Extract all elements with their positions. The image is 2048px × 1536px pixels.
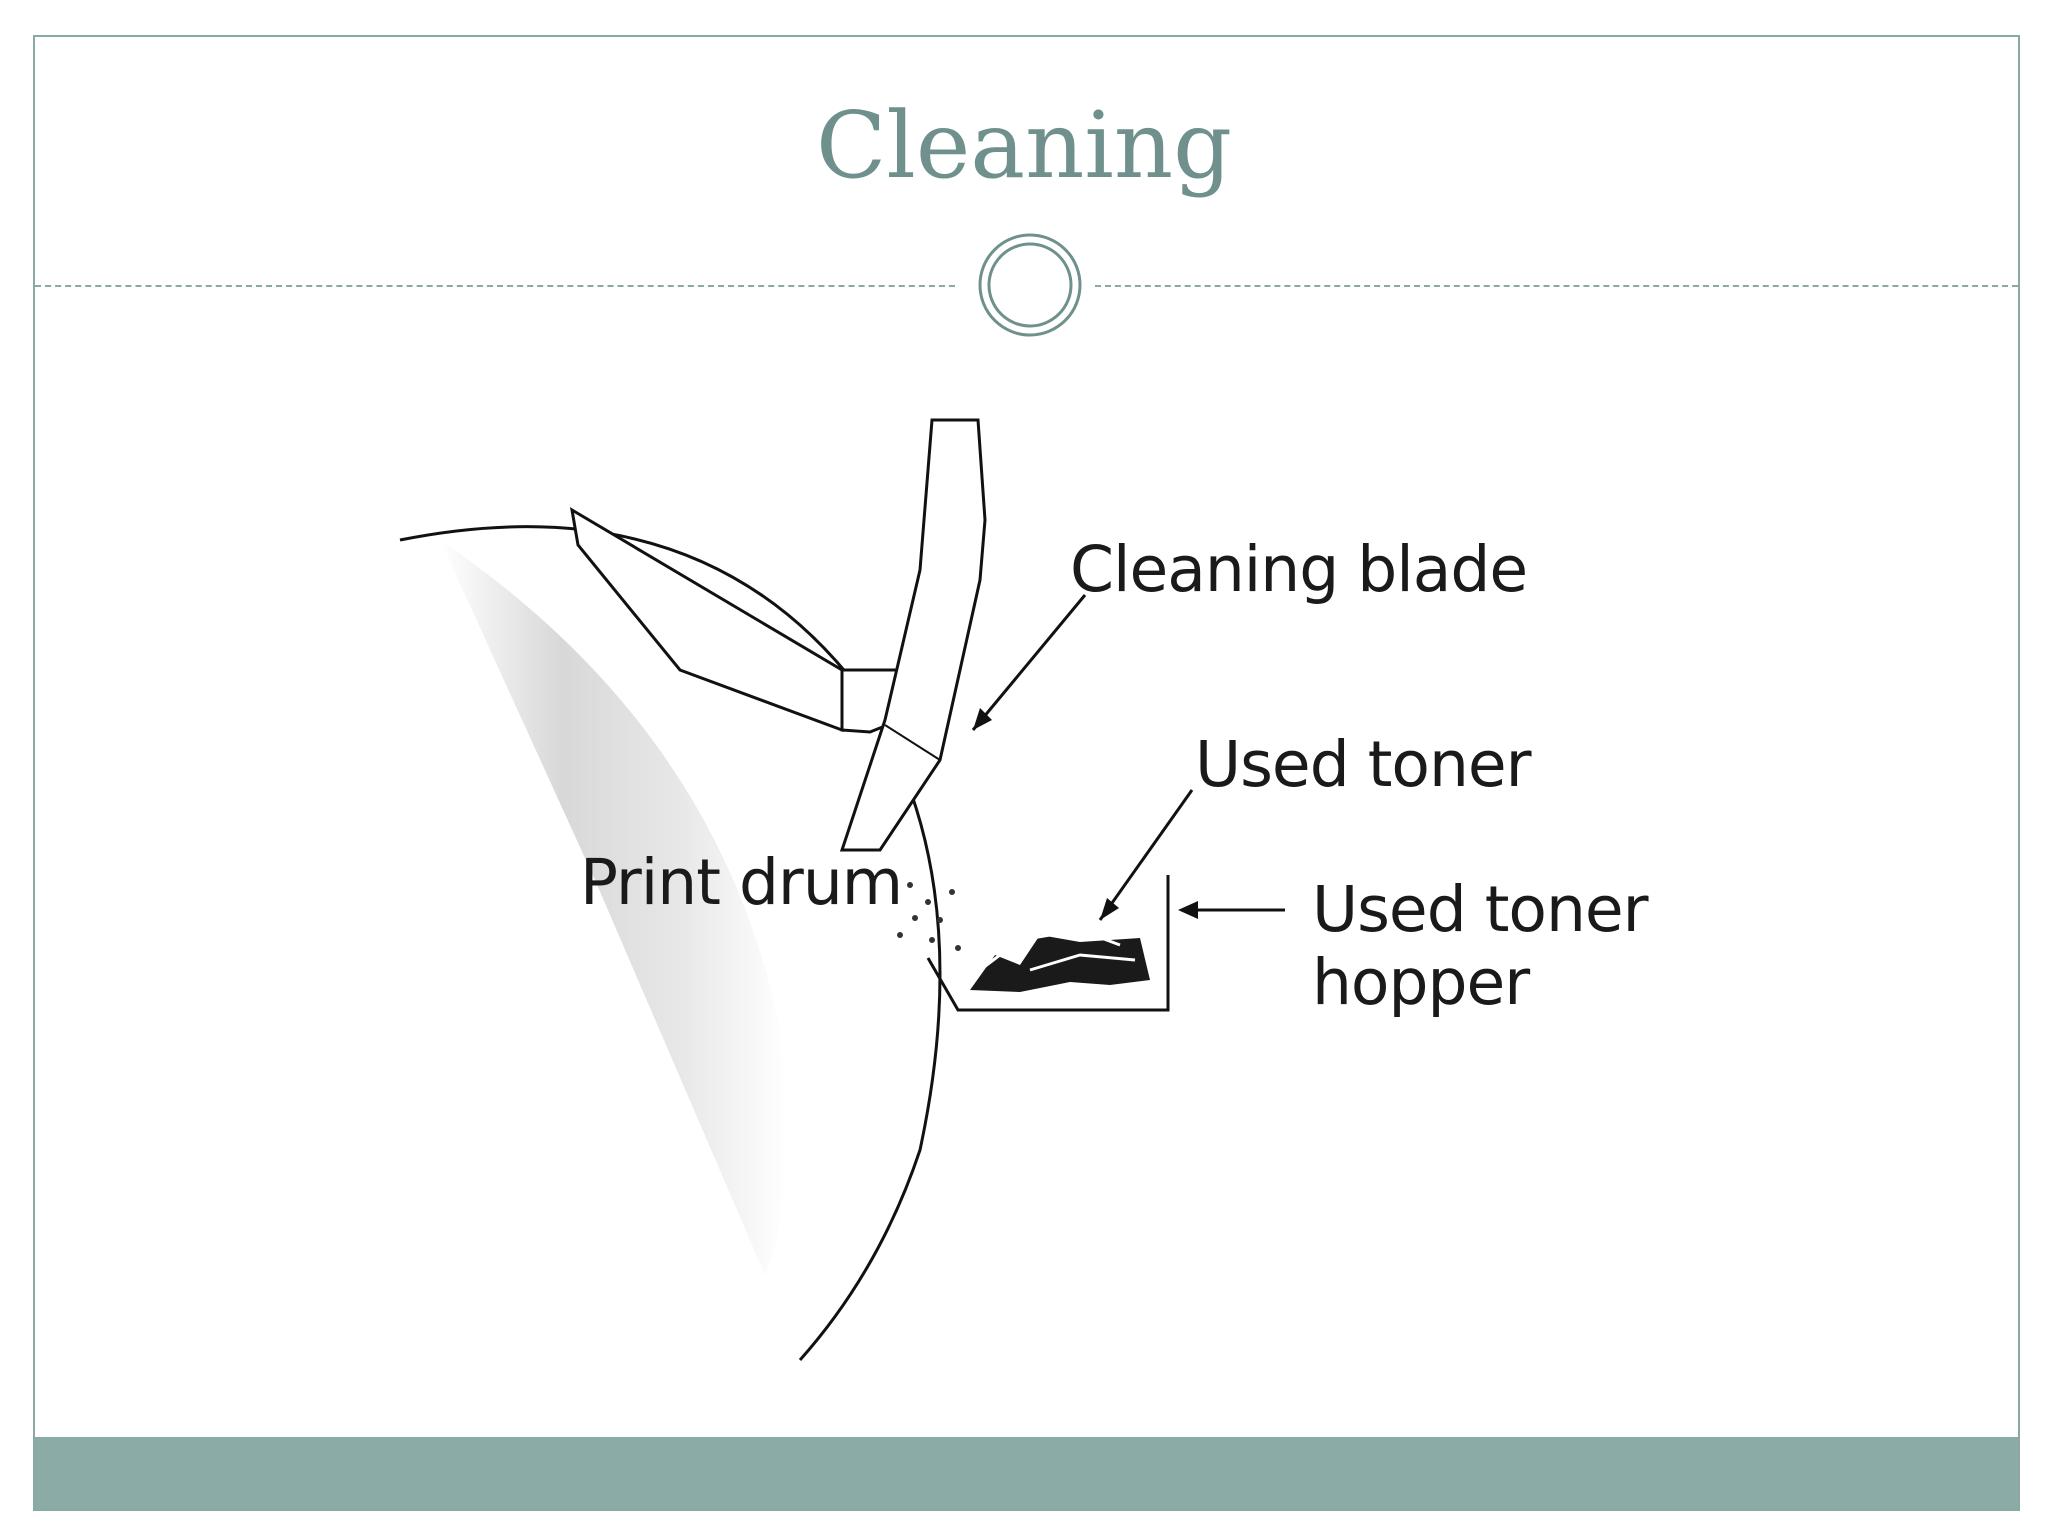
slide-title: Cleaning: [816, 92, 1232, 199]
cleaning-diagram: Cleaning blade Used toner Print drum Use…: [380, 370, 1700, 1390]
title-divider-right: [1095, 285, 2018, 287]
title-divider-left: [35, 285, 955, 287]
diagram-illustration: [399, 418, 1285, 1361]
label-leader-lines: [971, 594, 1285, 921]
footer-bar: [35, 1437, 2018, 1509]
used-toner-hopper: [926, 875, 1170, 1012]
cleaning-blade-label: Cleaning blade: [1070, 533, 1528, 606]
cleaning-blade: [839, 418, 987, 852]
circle-ornament-icon: [978, 233, 1082, 337]
used-toner-hopper-label-line1: Used toner: [1312, 873, 1649, 946]
used-toner-hopper-label-line2: hopper: [1312, 946, 1530, 1019]
print-drum: [399, 525, 942, 1361]
toner-particles: [897, 882, 961, 951]
used-toner-label: Used toner: [1195, 728, 1532, 801]
print-drum-label: Print drum: [580, 846, 903, 919]
blade-holder: [569, 507, 902, 734]
